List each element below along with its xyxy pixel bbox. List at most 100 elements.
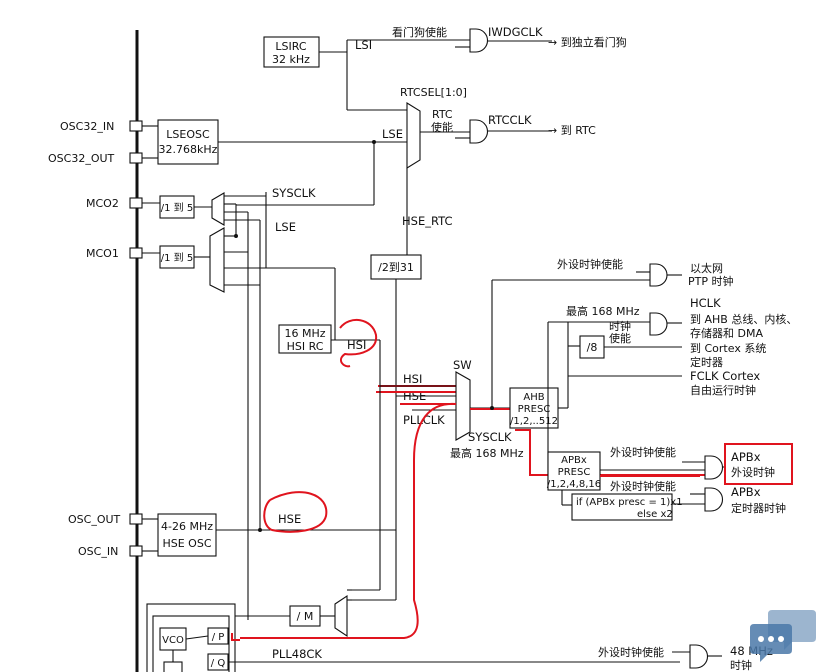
apbx-periph-label-2: 外设时钟 <box>731 465 775 479</box>
hsirc-label-1: 16 MHz <box>284 327 325 340</box>
ethernet-label-1: 以太网 <box>690 262 723 275</box>
max168-a-label: 最高 168 MHz <box>450 446 524 460</box>
lse-label: LSE <box>382 127 403 141</box>
osc32-out-label: OSC32_OUT <box>48 152 115 165</box>
hseosc-label-1: 4-26 MHz <box>161 520 213 533</box>
pll-src-mux <box>334 594 348 638</box>
hsi-label: HSI <box>347 338 366 352</box>
lseosc-label-1: LSEOSC <box>166 128 210 141</box>
mco2-sysclk-label: SYSCLK <box>272 186 316 200</box>
periph-enable-4-label: 外设时钟使能 <box>598 645 664 659</box>
apbx-label-2: PRESC <box>558 467 591 478</box>
div-q-label: / Q <box>211 658 226 669</box>
apbx-timer-label-1: APBx <box>731 485 761 499</box>
max168-b-label: 最高 168 MHz <box>566 304 640 318</box>
pllclk-sw-label: PLLCLK <box>403 413 445 427</box>
iwdg-enable-label: 看门狗使能 <box>392 25 447 39</box>
ethernet-label-2: PTP 时钟 <box>688 274 733 288</box>
apb-presc-note-box <box>571 493 673 521</box>
apbx-label-3: /1,2,4,8,16 <box>547 479 601 490</box>
ahb-label-1: AHB <box>523 392 544 403</box>
div-2-31-label: /2到31 <box>378 261 414 274</box>
div-2-31-box <box>370 254 422 280</box>
mco1-div-label: /1 到 5 <box>161 252 193 264</box>
mco2-mux <box>211 192 225 226</box>
cortex-timer-label-1: 到 Cortex 系统 <box>690 342 766 355</box>
periph-enable-1-label: 外设时钟使能 <box>557 257 623 271</box>
hclk-label-3: 存储器和 DMA <box>690 326 763 340</box>
rtc-enable-2: 使能 <box>431 120 453 134</box>
div-m-label: / M <box>297 610 314 623</box>
periph-enable-2-label: 外设时钟使能 <box>610 445 676 459</box>
lsirc-label-2: 32 kHz <box>272 53 310 66</box>
ahb-label-2: PRESC <box>518 404 551 415</box>
osc32-in-label: OSC32_IN <box>60 120 114 133</box>
hseosc-box <box>157 513 217 557</box>
usb48-gate <box>689 644 708 669</box>
lsi-label: LSI <box>355 38 372 52</box>
ahb-label-3: /1,2,..512 <box>510 416 558 427</box>
to-rtc-label: → 到 RTC <box>548 124 596 137</box>
osc-out-pin <box>129 513 143 525</box>
sysclk-label: SYSCLK <box>468 430 512 444</box>
forum-watermark-icon <box>748 604 818 668</box>
rtcclk-label: RTCCLK <box>488 113 532 127</box>
apbx-periph-highlight <box>724 443 793 485</box>
osc32-in-pin <box>129 120 143 132</box>
apb-note-2: else x2 <box>637 509 673 520</box>
hsi-highlight <box>339 319 378 368</box>
mco2-label: MCO2 <box>86 197 119 210</box>
rtc-gate <box>469 119 488 144</box>
fclk-label-1: FCLK Cortex <box>690 369 760 383</box>
fclk-label-2: 自由运行时钟 <box>690 383 756 397</box>
hclk-label-1: HCLK <box>690 296 721 310</box>
clk-enable-1: 时钟 <box>609 319 631 333</box>
apbx-label-1: APBx <box>561 455 587 466</box>
mco2-pin <box>129 197 143 209</box>
iwdg-gate <box>469 28 488 53</box>
vco-label: VCO <box>162 635 184 646</box>
apbx-timer-label-2: 定时器时钟 <box>731 501 786 515</box>
div-p-label: / P <box>212 632 225 643</box>
hsirc-label-2: HSI RC <box>287 340 324 353</box>
apb-note-1: if (APBx presc = 1)x1 <box>576 497 683 508</box>
lseosc-label-2: 32.768kHz <box>159 143 218 156</box>
periph-enable-3-label: 外设时钟使能 <box>610 479 676 493</box>
mco1-pin <box>129 247 143 259</box>
hse-highlight <box>263 491 328 533</box>
hsirc-box <box>278 324 332 354</box>
apbx-timer-gate <box>704 487 723 512</box>
lseosc-box <box>157 119 219 165</box>
rtc-mux <box>406 102 421 169</box>
pll48ck-label: PLL48CK <box>272 647 322 661</box>
hseosc-label-2: HSE OSC <box>162 537 211 550</box>
rtcsel-label: RTCSEL[1:0] <box>400 86 467 99</box>
sw-label: SW <box>453 358 472 372</box>
apbx-presc-box <box>547 451 601 491</box>
pllclk-highlight <box>240 402 457 639</box>
hclk-gate <box>649 312 668 336</box>
rtc-enable-1: RTC <box>432 108 453 121</box>
mco1-mux <box>209 227 225 293</box>
to-iwdg-label: → 到独立看门狗 <box>548 35 627 49</box>
osc32-out-pin <box>129 152 143 164</box>
mco1-label: MCO1 <box>86 247 119 260</box>
apbx-periph-gate <box>704 455 723 480</box>
ethernet-gate <box>649 263 668 287</box>
apbx-periph-label-1: APBx <box>731 450 761 464</box>
osc-in-pin <box>129 545 143 557</box>
mco2-div-label: /1 到 5 <box>161 202 193 214</box>
lse-mco-label: LSE <box>275 220 296 234</box>
div8-label: /8 <box>587 341 598 354</box>
clk-enable-2: 使能 <box>609 331 631 345</box>
usb48-label-2: 时钟 <box>730 658 752 672</box>
osc-in-label: OSC_IN <box>78 545 118 558</box>
hse-main-label: HSE <box>278 512 301 526</box>
hsi-sw-label: HSI <box>403 372 422 386</box>
hclk-label-2: 到 AHB 总线、内核、 <box>690 312 797 326</box>
sw-mux <box>455 371 471 441</box>
osc-out-label: OSC_OUT <box>68 513 121 526</box>
iwdgclk-label: IWDGCLK <box>488 25 543 39</box>
lsirc-label-1: LSIRC <box>275 40 306 53</box>
